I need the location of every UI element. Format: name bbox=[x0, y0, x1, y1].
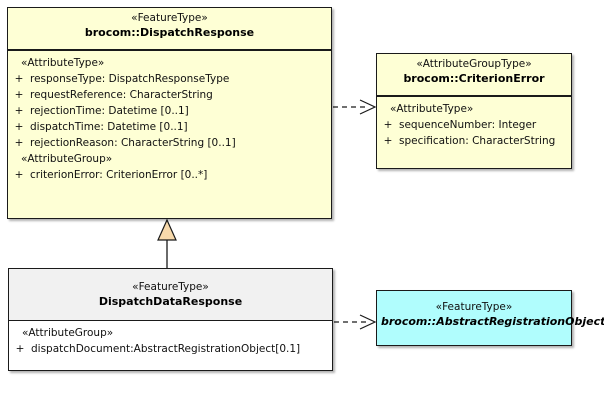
class-stereotype: «FeatureType» bbox=[131, 12, 208, 24]
attribute-label: sequenceNumber: Integer bbox=[399, 119, 537, 131]
attribute-label: dispatchDocument:AbstractRegistrationObj… bbox=[31, 343, 301, 355]
attribute-row[interactable]: + sequenceNumber: Integer bbox=[377, 117, 571, 133]
open-arrow-head bbox=[359, 314, 377, 330]
dependency-dispatch-response-to-criterion-error bbox=[333, 99, 377, 115]
compartment-group-label: «AttributeGroup» bbox=[22, 327, 114, 339]
attribute-label: rejectionTime: Datetime [0..1] bbox=[30, 105, 189, 117]
attribute-row[interactable]: + criterionError: CriterionError [0..*] bbox=[8, 167, 331, 183]
class-box-criterion-error[interactable]: «AttributeGroupType» brocom::CriterionEr… bbox=[376, 53, 572, 169]
attribute-row[interactable]: + dispatchTime: Datetime [0..1] bbox=[8, 119, 331, 135]
attribute-visibility: + bbox=[383, 135, 393, 147]
generalization-dispatch-data-response-to-dispatch-response bbox=[157, 218, 177, 268]
attribute-label: rejectionReason: CharacterString [0..1] bbox=[30, 137, 236, 149]
attribute-visibility: + bbox=[14, 73, 24, 85]
attribute-label: criterionError: CriterionError [0..*] bbox=[30, 169, 208, 181]
class-name: DispatchDataResponse bbox=[98, 295, 243, 308]
attribute-label: specification: CharacterString bbox=[399, 135, 556, 147]
hollow-triangle-head bbox=[157, 218, 177, 241]
attribute-label: dispatchTime: Datetime [0..1] bbox=[30, 121, 188, 133]
class-header-criterion-error: «AttributeGroupType» brocom::CriterionEr… bbox=[377, 54, 571, 97]
class-body-dispatch-response: «AttributeType» + responseType: Dispatch… bbox=[8, 51, 331, 188]
attribute-label: responseType: DispatchResponseType bbox=[30, 73, 230, 85]
class-name: brocom::AbstractRegistrationObject bbox=[381, 315, 604, 328]
attribute-visibility: + bbox=[14, 137, 24, 149]
attribute-label: requestReference: CharacterString bbox=[30, 89, 213, 101]
open-arrow-head bbox=[359, 99, 377, 115]
attribute-visibility: + bbox=[14, 105, 24, 117]
class-box-abstract-registration-object[interactable]: «FeatureType» brocom::AbstractRegistrati… bbox=[376, 290, 604, 346]
class-header-abstract-registration-object: «FeatureType» brocom::AbstractRegistrati… bbox=[377, 291, 604, 345]
attribute-row[interactable]: + specification: CharacterString bbox=[377, 133, 571, 149]
class-stereotype: «FeatureType» bbox=[435, 301, 513, 313]
attribute-visibility: + bbox=[14, 89, 24, 101]
compartment-group-label: «AttributeType» bbox=[390, 103, 474, 115]
class-box-dispatch-response[interactable]: «FeatureType» brocom::DispatchResponse «… bbox=[7, 7, 332, 219]
attribute-row[interactable]: + rejectionTime: Datetime [0..1] bbox=[8, 103, 331, 119]
attribute-row[interactable]: + rejectionReason: CharacterString [0..1… bbox=[8, 135, 331, 151]
attribute-row[interactable]: + responseType: DispatchResponseType bbox=[8, 71, 331, 87]
class-name: brocom::DispatchResponse bbox=[84, 26, 255, 39]
class-body-dispatch-data-response: «AttributeGroup» + dispatchDocument:Abst… bbox=[9, 321, 332, 362]
class-box-dispatch-data-response[interactable]: «FeatureType» DispatchDataResponse «Attr… bbox=[8, 268, 333, 371]
attribute-visibility: + bbox=[14, 121, 24, 133]
class-header-dispatch-response: «FeatureType» brocom::DispatchResponse bbox=[8, 8, 331, 51]
class-stereotype: «FeatureType» bbox=[132, 281, 209, 293]
attribute-row[interactable]: + dispatchDocument:AbstractRegistrationO… bbox=[9, 341, 332, 357]
compartment-group-label: «AttributeType» bbox=[21, 57, 105, 69]
attribute-visibility: + bbox=[15, 343, 25, 355]
attribute-row[interactable]: + requestReference: CharacterString bbox=[8, 87, 331, 103]
attribute-visibility: + bbox=[383, 119, 393, 131]
class-name: brocom::CriterionError bbox=[403, 72, 545, 85]
class-stereotype: «AttributeGroupType» bbox=[416, 58, 532, 70]
class-header-dispatch-data-response: «FeatureType» DispatchDataResponse bbox=[9, 269, 332, 321]
dependency-dispatch-data-response-to-abstract-registration-object bbox=[334, 314, 377, 330]
class-body-criterion-error: «AttributeType» + sequenceNumber: Intege… bbox=[377, 97, 571, 154]
attribute-visibility: + bbox=[14, 169, 24, 181]
compartment-group-label: «AttributeGroup» bbox=[21, 153, 113, 165]
